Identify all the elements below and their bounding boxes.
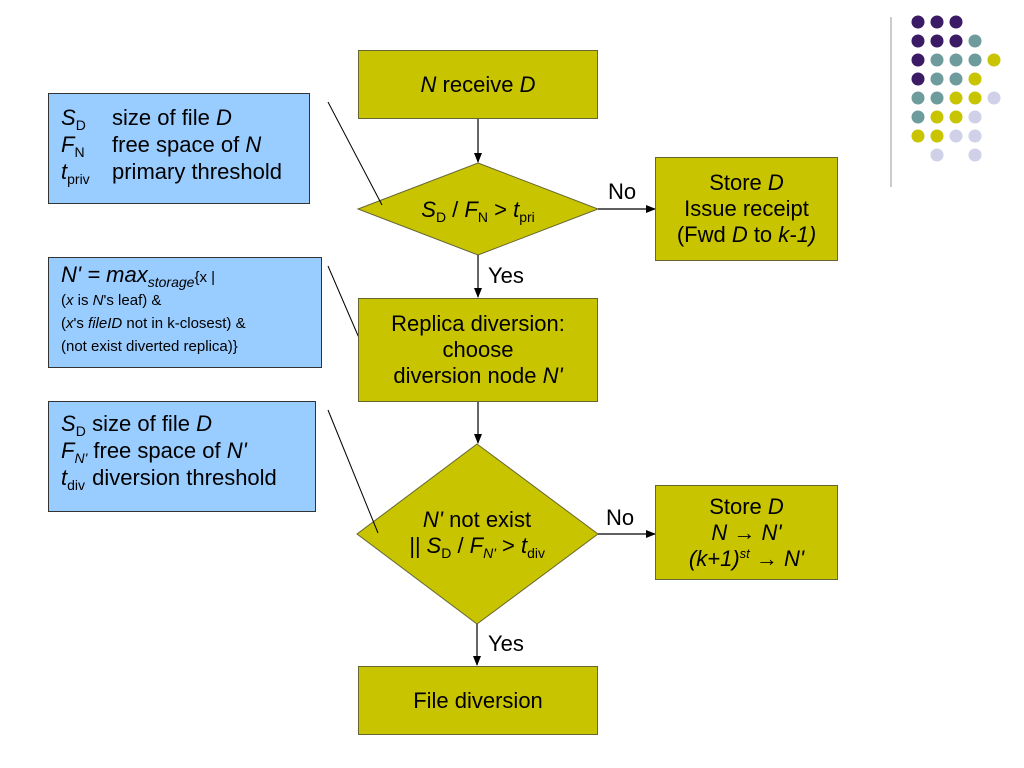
decor-dot — [930, 72, 944, 86]
decor-dot — [968, 110, 982, 124]
replica-line3: diversion node N' — [393, 363, 563, 388]
edge-label-no-1: No — [608, 179, 637, 204]
decor-dot — [968, 34, 982, 48]
flow-store-forward-box: Store D N → N' (k+1)st → N' — [655, 485, 838, 580]
store2-line3: (k+1)st → N' — [688, 545, 805, 571]
decor-dot — [930, 148, 944, 162]
decor-dot — [911, 34, 925, 48]
decor-dot — [968, 129, 982, 143]
decor-dot — [930, 110, 944, 124]
decor-dot — [911, 91, 925, 105]
decor-dot — [930, 34, 944, 48]
flow-start-label: N receive D — [420, 71, 536, 97]
note-row-size: SD size of file D — [61, 411, 212, 439]
decor-dot — [968, 91, 982, 105]
edge-label-no-2: No — [606, 505, 635, 530]
edge-label-yes-1: Yes — [488, 263, 524, 288]
replica-line1: Replica diversion: — [391, 311, 565, 336]
decor-dot — [949, 91, 963, 105]
decor-dot — [911, 129, 925, 143]
decor-dot — [949, 15, 963, 29]
flow-store-receipt-box: Store D Issue receipt (Fwd D to k-1) — [655, 157, 838, 261]
decision-1-label: SD / FN > tpri — [421, 197, 535, 225]
decor-dot — [911, 53, 925, 67]
store1-line3: (Fwd D to k-1) — [676, 222, 817, 247]
note-diversion-threshold: SD size of file D FN' free space of N' t… — [48, 401, 316, 512]
note-replica-selection: N' = maxstorage{x | (x is N's leaf) & (x… — [48, 257, 322, 368]
note-row-free-space: FN' free space of N' — [61, 438, 247, 466]
decor-dot — [949, 110, 963, 124]
replica-line2: choose — [442, 337, 514, 362]
store1-line1: Store D — [709, 170, 784, 195]
decor-dot — [949, 53, 963, 67]
note-row-not-exist: (not exist diverted replica)} — [61, 338, 238, 355]
store2-line2: N → N' — [711, 519, 782, 545]
decor-dot — [968, 148, 982, 162]
decor-dot — [987, 53, 1001, 67]
decor-dot — [968, 53, 982, 67]
flow-replica-diversion-box: Replica diversion: choose diversion node… — [358, 298, 598, 402]
decor-dot — [968, 72, 982, 86]
decor-dot — [911, 15, 925, 29]
decor-dot — [930, 53, 944, 67]
decision-2-line2: || SD / FN' > tdiv — [408, 533, 546, 561]
decision-2-line1: N' not exist — [422, 507, 532, 532]
decor-dot — [987, 91, 1001, 105]
decision-2-label: N' not exist || SD / FN' > tdiv — [382, 507, 572, 561]
callout-line-1 — [327, 101, 383, 206]
note-row-threshold: tdiv diversion threshold — [61, 465, 277, 493]
decor-dot — [930, 91, 944, 105]
decor-dot — [911, 72, 925, 86]
decor-dot — [949, 72, 963, 86]
decor-dot — [930, 129, 944, 143]
decor-dot — [949, 34, 963, 48]
decor-dot — [911, 110, 925, 124]
flow-start-box: N receive D — [358, 50, 598, 119]
callout-line-3 — [327, 409, 379, 534]
decor-dot — [949, 129, 963, 143]
edge-label-yes-2: Yes — [488, 631, 524, 656]
store2-line1: Store D — [709, 493, 784, 519]
file-diversion-label: File diversion — [413, 687, 543, 713]
decor-dot — [930, 15, 944, 29]
note-row-max: N' = maxstorage{x | — [61, 262, 216, 290]
note-row-leaf: (x is N's leaf) & — [61, 292, 162, 309]
store1-line2: Issue receipt — [684, 196, 809, 221]
note-row-fileid: (x's fileID not in k-closest) & — [61, 315, 246, 332]
flow-file-diversion-box: File diversion — [358, 666, 598, 735]
decor-dot-grid — [911, 15, 1001, 162]
